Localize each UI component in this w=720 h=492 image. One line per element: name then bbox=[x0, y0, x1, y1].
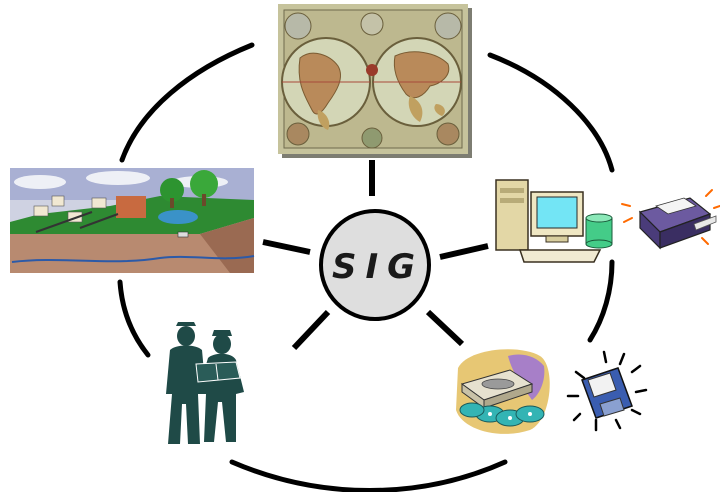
ring-arc-top-left bbox=[119, 42, 255, 163]
spoke-lower-right bbox=[425, 309, 465, 347]
ring-arc-bottom bbox=[229, 459, 508, 492]
ring-arc-top-right bbox=[487, 52, 615, 173]
antique-world-map-icon bbox=[278, 4, 472, 158]
floppy-disk-icon bbox=[566, 350, 648, 432]
center-label: SIG bbox=[332, 247, 424, 287]
spoke-left bbox=[262, 239, 311, 255]
ring-arc-left bbox=[117, 279, 151, 358]
center-node: SIG bbox=[319, 209, 431, 321]
spokes bbox=[262, 160, 489, 351]
ring-arc-right bbox=[587, 259, 615, 343]
center-circle bbox=[319, 209, 431, 321]
geographic-landscape-icon bbox=[10, 168, 255, 273]
printer-icon bbox=[621, 187, 720, 250]
data-storage-disks-icon bbox=[456, 349, 550, 434]
outer-ring bbox=[117, 42, 615, 492]
people-reading-map-icon bbox=[166, 322, 244, 444]
computer-hardware-icon bbox=[495, 179, 613, 263]
spoke-right bbox=[439, 243, 489, 260]
spoke-lower-left bbox=[291, 309, 331, 351]
